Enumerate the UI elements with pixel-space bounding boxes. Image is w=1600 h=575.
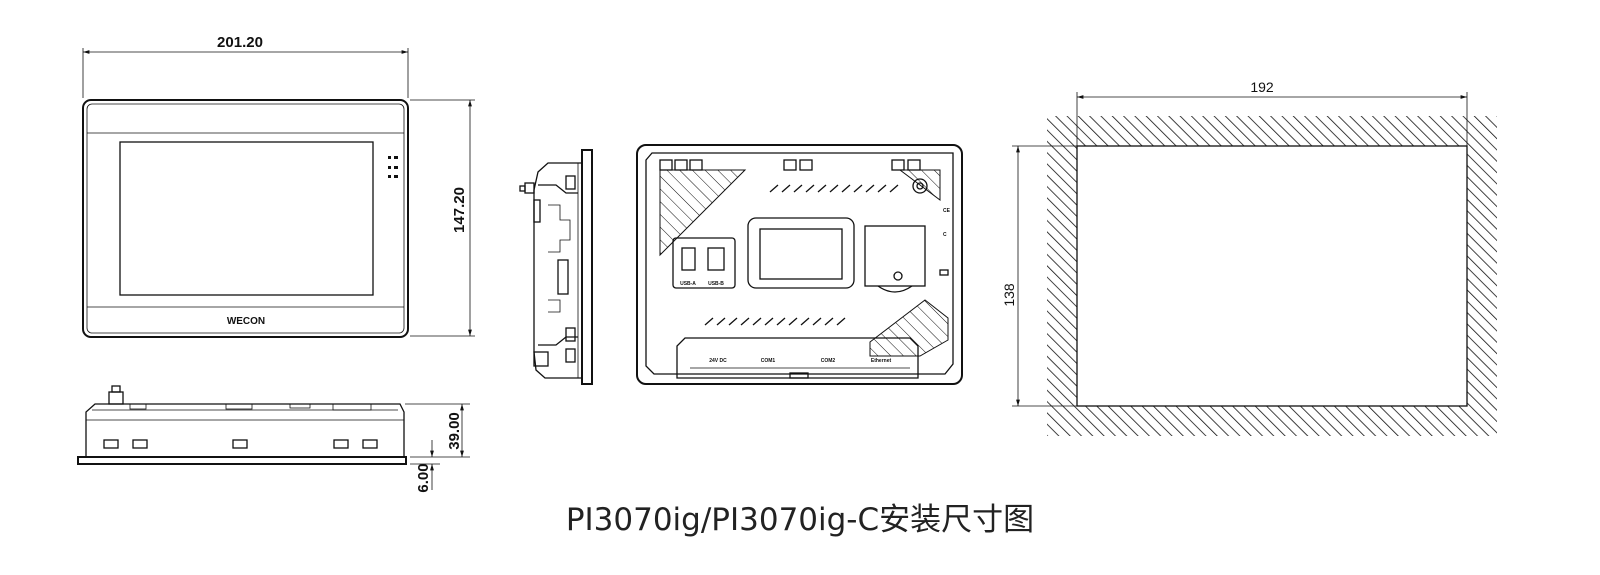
front-height-dimension: 147.20 — [451, 187, 468, 233]
power-port-label: 24V DC — [709, 358, 727, 364]
front-bezel — [82, 99, 409, 338]
front-view: 201.20 147.20 WECON — [82, 34, 475, 338]
panel-cutout-view: 192 138 — [1001, 79, 1497, 436]
ethernet-port-label: Ethernet — [871, 358, 892, 364]
bezel-thickness-dimension: 6.00 — [415, 463, 432, 492]
svg-text:C: C — [943, 232, 947, 238]
front-width-dimension: 201.20 — [217, 34, 263, 51]
svg-text:CE: CE — [943, 208, 951, 214]
status-led-icons — [388, 156, 398, 178]
cutout-width-dimension: 192 — [1250, 79, 1274, 95]
bottom-view: 39.00 6.00 — [77, 385, 470, 493]
usb-b-label: USB-B — [708, 281, 724, 287]
rear-view: USB-A USB-B CE C 24V DC COM1 COM2 Ethern… — [636, 144, 963, 385]
drawing-caption: PI3070ig/PI3070ig-C安装尺寸图 — [565, 502, 1035, 538]
com1-port-label: COM1 — [761, 358, 776, 364]
vent-bottom — [704, 317, 846, 326]
usb-a-label: USB-A — [680, 281, 696, 287]
front-logo: WECON — [227, 316, 265, 327]
com2-port-label: COM2 — [821, 358, 836, 364]
front-screen — [119, 141, 374, 296]
vent-top — [769, 184, 899, 193]
cutout-height-dimension: 138 — [1001, 283, 1017, 307]
usb-b-port-icon — [707, 247, 725, 271]
side-view — [519, 149, 593, 385]
usb-a-port-icon — [681, 247, 696, 271]
depth-dimension: 39.00 — [446, 412, 463, 450]
